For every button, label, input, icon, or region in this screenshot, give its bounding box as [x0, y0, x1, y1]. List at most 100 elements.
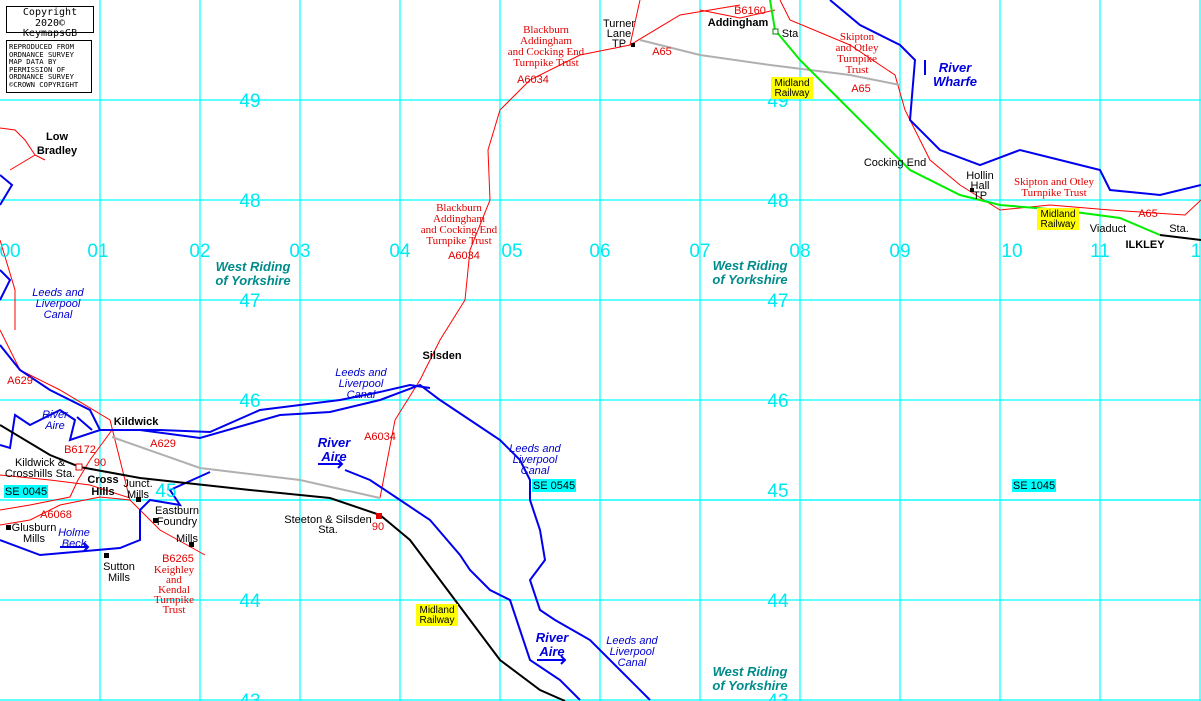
map-label-roadlbl: A629 — [150, 438, 176, 450]
road-b6172 — [0, 429, 113, 511]
label-line: Steeton & Silsden — [284, 514, 371, 526]
label-line: West Riding — [713, 664, 788, 679]
label-line: Canal — [347, 389, 376, 401]
permission-line: MAP DATA BY — [9, 57, 57, 67]
label-line: Midland — [1040, 209, 1075, 220]
label-line: 90 — [372, 521, 384, 533]
label-line: River — [42, 409, 69, 421]
map-label-roadlbl: 90 — [372, 521, 384, 533]
label-line: Aire — [320, 449, 346, 464]
label-line: Wharfe — [933, 74, 977, 89]
label-line: Junct. — [123, 478, 152, 490]
grid-ref-box — [4, 485, 48, 498]
map-label-roadlbl: A6034 — [517, 74, 549, 86]
label-line: Addingham — [520, 35, 572, 47]
road-a65 — [629, 0, 641, 46]
map-label-roadlbl: A629 — [7, 375, 33, 387]
railway-midland-black — [0, 424, 566, 701]
label-line: and Cocking End — [508, 46, 585, 58]
easting-label: 07 — [689, 241, 710, 262]
label-line: Turner — [603, 18, 635, 30]
northing-label: 44 — [239, 591, 261, 612]
label-line: and Cocking End — [421, 224, 498, 236]
label-line: Hall — [971, 180, 990, 192]
copyright-owner: KeymapsGB — [22, 28, 78, 39]
label-line: Sta — [782, 28, 799, 40]
label-line: of Yorkshire — [712, 678, 787, 693]
map-label-plain: Viaduct — [1090, 223, 1127, 235]
mill-marker — [6, 525, 11, 530]
label-line: Kildwick & — [15, 457, 66, 469]
label-line: River — [318, 435, 351, 450]
label-line: Beck — [62, 538, 87, 550]
road-a629-grey — [111, 436, 381, 499]
label-line: Mills — [108, 572, 130, 584]
northing-label: 48 — [767, 191, 788, 212]
northing-label: 49 — [239, 91, 260, 112]
map-label-place: Silsden — [422, 350, 461, 362]
map-label-roadlbl: A6034 — [364, 431, 396, 443]
label-line: Aire — [538, 644, 564, 659]
label-line: Turnpike — [154, 594, 194, 606]
map-label-roadlbl: 90 — [94, 457, 106, 469]
easting-label: 08 — [789, 241, 810, 262]
map-label-plain: Cocking End — [864, 157, 926, 169]
grid-ref-label: SE 0545 — [533, 480, 575, 492]
road-low-bradley — [0, 127, 46, 171]
label-line: A629 — [7, 375, 33, 387]
label-line: A6068 — [40, 509, 72, 521]
label-line: ILKLEY — [1125, 239, 1165, 251]
permission-line: ORDNANCE SURVEY — [9, 49, 74, 59]
easting-label: 09 — [889, 241, 910, 262]
label-line: Mills — [23, 533, 45, 545]
holme-beck — [0, 471, 211, 557]
label-line: Cross — [87, 474, 118, 486]
permission-line: PERMISSION OF — [9, 64, 66, 74]
label-line: Leeds and — [509, 443, 561, 455]
canal-leeds-liverpool — [0, 344, 431, 434]
label-line: Railway — [419, 615, 454, 626]
permission-line: ©CROWN COPYRIGHT — [9, 79, 79, 89]
label-line: Liverpool — [339, 378, 384, 390]
label-line: Kendal — [158, 584, 190, 596]
grid-ref-box — [1012, 479, 1056, 492]
river-arrow — [60, 60, 926, 665]
label-line: A65 — [652, 46, 672, 58]
label-line: Midland — [774, 78, 809, 89]
map-label-roadlbl: A65 — [851, 83, 871, 95]
label-line: of Yorkshire — [215, 273, 290, 288]
easting-label: 02 — [189, 241, 210, 262]
label-line: A6034 — [364, 431, 396, 443]
station-marker — [772, 28, 779, 35]
label-line: Blackburn — [436, 202, 482, 214]
label-line: Sta. — [1169, 223, 1189, 235]
label-line: Lane — [607, 28, 631, 40]
label-line: Kildwick — [114, 416, 160, 428]
label-line: Leeds and — [606, 635, 658, 647]
label-line: Addingham — [708, 17, 769, 29]
label-line: Eastburn — [155, 505, 199, 517]
road-west — [0, 474, 131, 499]
label-line: Foundry — [157, 516, 198, 528]
northing-label: 47 — [239, 291, 260, 312]
map-label-plain: Sta. — [1169, 223, 1189, 235]
easting-label: 01 — [87, 241, 108, 262]
railway-midland-green — [769, 0, 1161, 236]
label-line: A6034 — [448, 250, 480, 262]
